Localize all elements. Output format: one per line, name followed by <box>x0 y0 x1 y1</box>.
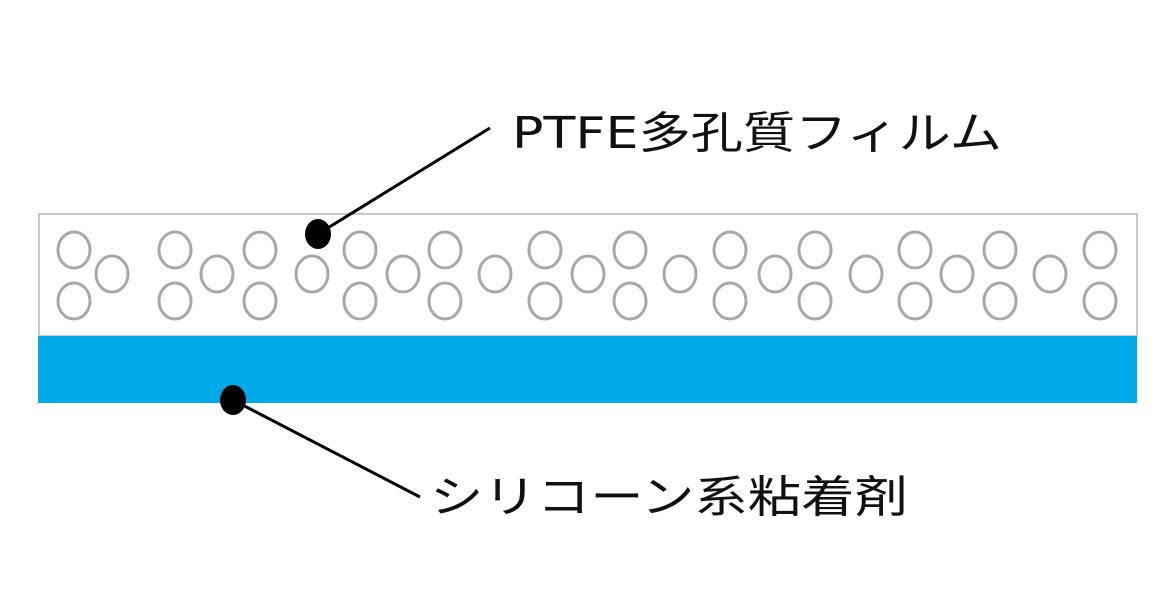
film-leader-line <box>317 126 491 236</box>
pore-circle <box>56 281 92 321</box>
pore-circle <box>570 254 606 294</box>
pore-circle <box>94 254 130 294</box>
pore-circle <box>242 281 278 321</box>
pore-circle <box>242 230 278 270</box>
pore-circle <box>1032 254 1068 294</box>
silicone-adhesive-layer <box>38 336 1137 403</box>
pore-circle <box>712 281 748 321</box>
adhesive-label: シリコーン系粘着剤 <box>430 472 908 523</box>
pore-circle <box>897 230 933 270</box>
pore-circle <box>848 254 884 294</box>
pore-circle <box>157 281 193 321</box>
pore-circle <box>56 230 92 270</box>
pore-circle <box>294 254 330 294</box>
pore-circle <box>427 281 463 321</box>
pore-circle <box>612 230 648 270</box>
pore-circle <box>712 230 748 270</box>
pore-circle <box>157 230 193 270</box>
pore-circle <box>982 281 1018 321</box>
pore-circle <box>797 230 833 270</box>
pore-circle <box>342 281 378 321</box>
pore-circle <box>199 254 235 294</box>
pore-circle <box>1082 230 1118 270</box>
pore-circle <box>527 230 563 270</box>
pore-circle <box>527 281 563 321</box>
film-leader-dot <box>305 219 331 249</box>
pores-group <box>56 230 1118 321</box>
pore-circle <box>662 254 698 294</box>
adhesive-leader-dot <box>220 385 246 415</box>
pore-circle <box>612 281 648 321</box>
pore-circle <box>385 254 421 294</box>
pore-circle <box>1082 281 1118 321</box>
adhesive-leader-line <box>232 398 421 499</box>
pore-circle <box>982 230 1018 270</box>
ptfe-film-layer <box>38 213 1138 337</box>
pore-circle <box>939 254 975 294</box>
pore-circle <box>427 230 463 270</box>
pore-circle <box>477 254 513 294</box>
pore-circle <box>342 230 378 270</box>
pore-circle <box>897 281 933 321</box>
pore-circle <box>757 254 793 294</box>
pore-circle <box>797 281 833 321</box>
film-label: PTFE多孔質フィルム <box>512 108 1002 159</box>
